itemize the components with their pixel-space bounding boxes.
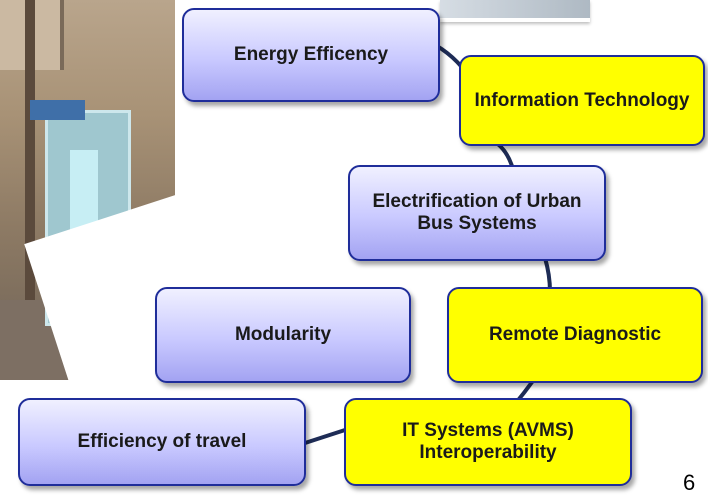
top-photo-edge [440, 0, 590, 22]
node-remote-diagnostic-label: Remote Diagnostic [488, 324, 662, 346]
node-modularity: Modularity [155, 287, 411, 383]
node-it-systems-label: IT Systems (AVMS) Interoperability [402, 420, 574, 463]
node-efficiency-of-travel-label: Efficiency of travel [77, 431, 247, 453]
node-efficiency-of-travel: Efficiency of travel [18, 398, 306, 486]
node-electrification-label: Electrification of Urban Bus Systems [372, 191, 582, 234]
node-remote-diagnostic: Remote Diagnostic [447, 287, 703, 383]
photo-sign [30, 100, 85, 120]
page-number: 6 [683, 470, 696, 495]
node-energy-efficiency-label: Energy Efficency [233, 44, 389, 66]
node-modularity-label: Modularity [234, 324, 332, 346]
node-information-technology: Information Technology [459, 55, 705, 146]
photo-pole [25, 0, 35, 380]
node-electrification: Electrification of Urban Bus Systems [348, 165, 606, 261]
node-energy-efficiency: Energy Efficency [182, 8, 440, 102]
node-information-technology-label: Information Technology [474, 89, 690, 111]
connector-efficiency-itsys [304, 428, 346, 445]
node-it-systems: IT Systems (AVMS) Interoperability [344, 398, 632, 486]
